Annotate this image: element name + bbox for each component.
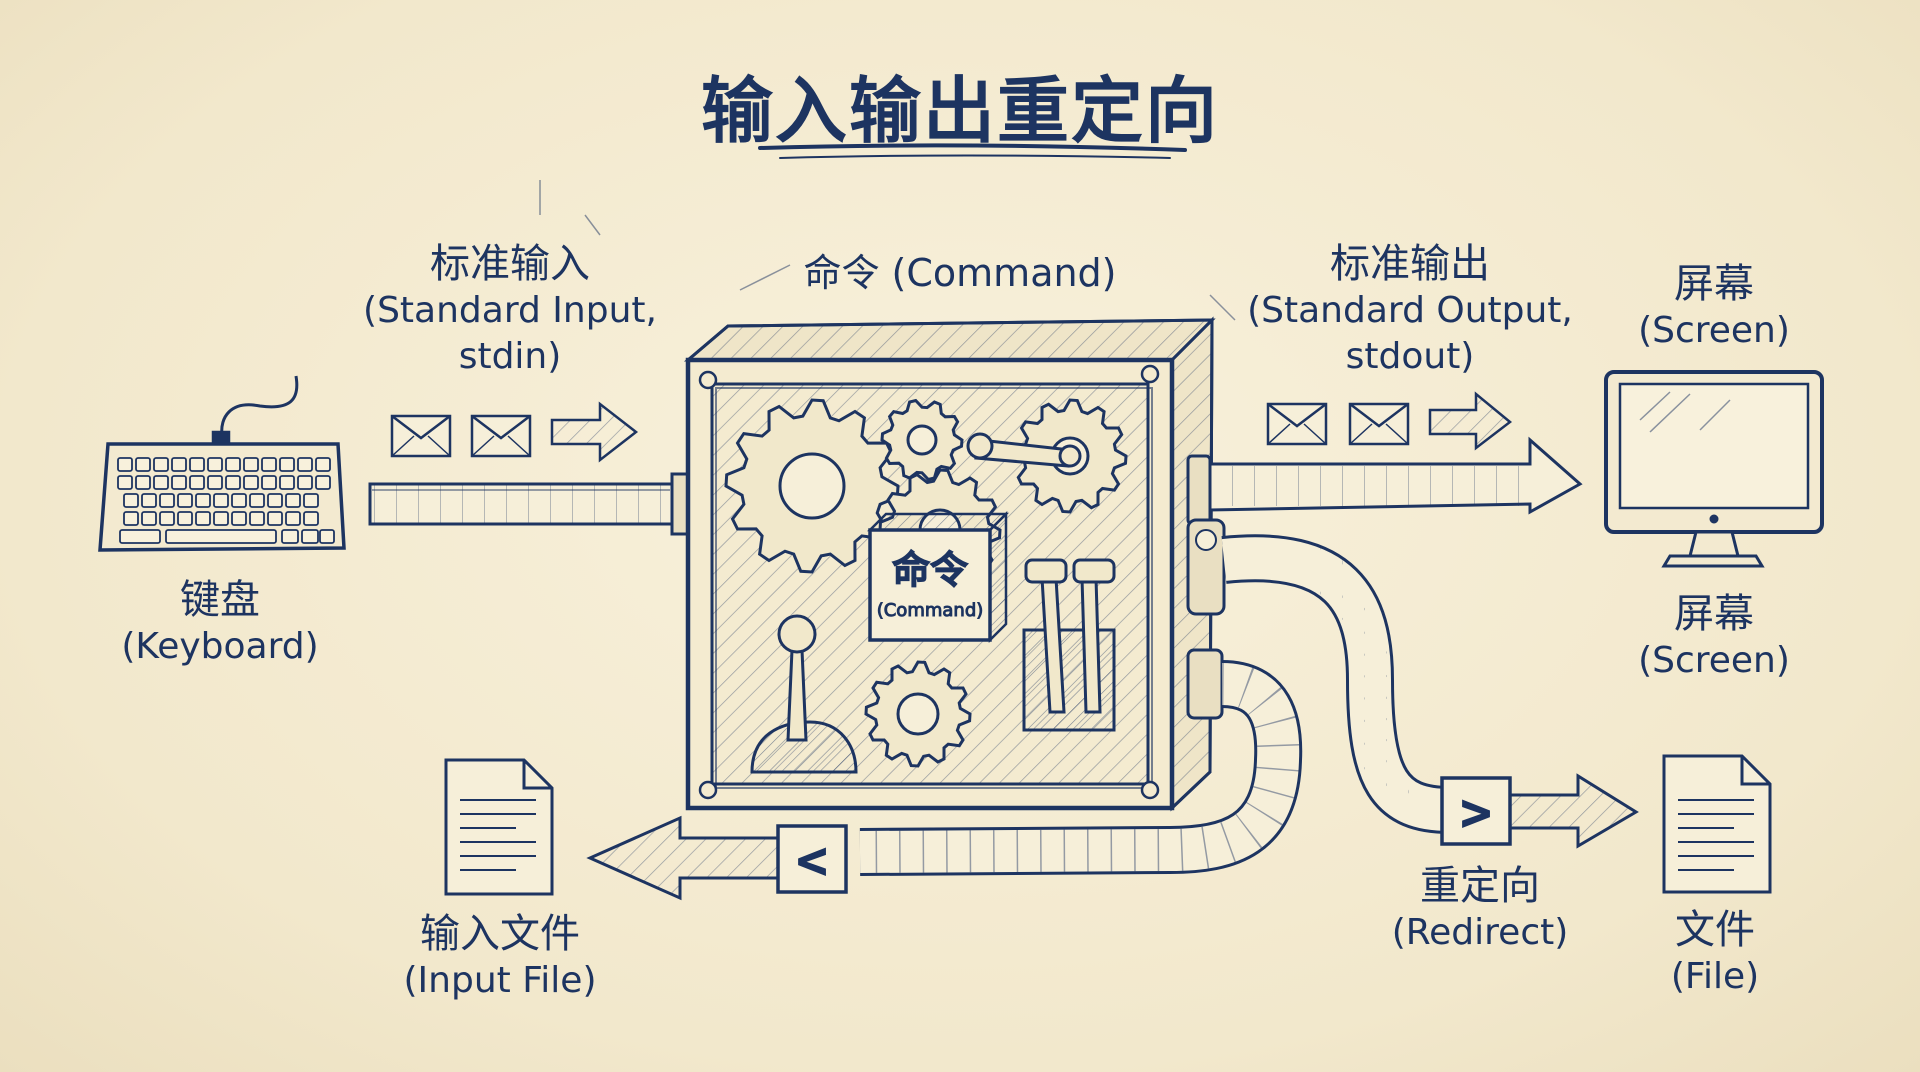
redirect-label-en: (Redirect) [1391,912,1569,953]
output-redirect-symbol: > [1460,783,1491,843]
input-redirect-sign: < [776,824,848,894]
screen-top-label: 屏幕 (Screen) [1624,260,1804,354]
joystick-icon [750,614,858,774]
input-file-label-en: (Input File) [403,960,597,1001]
keyboard-label-zh: 键盘 [180,577,260,623]
redirect-output-pipe [1186,518,1639,849]
input-redirect-symbol: < [796,831,827,891]
page-title: 输入输出重定向 [700,69,1219,153]
command-label: 命令 (Command) [790,250,1130,296]
stdin-envelopes [390,401,639,463]
input-file-document-icon [444,758,554,896]
input-file-label: 输入文件 (Input File) [380,910,620,1004]
redirect-input-pipe [586,648,1303,901]
stdout-label-en-1: (Standard Output, [1247,290,1573,331]
output-redirect-sign: > [1440,776,1512,846]
redirect-label-zh: 重定向 [1420,863,1540,909]
gear-icon [724,398,1128,768]
file-label: 文件 (File) [1640,906,1790,1000]
stdout-envelopes [1266,391,1513,451]
stdin-label-zh: 标准输入 [430,241,590,287]
stdout-label: 标准输出 (Standard Output, stdout) [1240,240,1580,380]
stdin-label-en-2: stdin) [458,336,562,377]
screen-mid-label: 屏幕 (Screen) [1624,590,1804,684]
keyboard-label: 键盘 (Keyboard) [110,576,330,670]
stdin-label-en-1: (Standard Input, [363,290,657,331]
output-file-document-icon [1662,754,1772,894]
stdin-label: 标准输入 (Standard Input, stdin) [360,240,660,380]
screen-top-label-zh: 屏幕 [1674,261,1754,307]
sketch-marks [539,180,1236,321]
crank-icon [966,432,1082,468]
file-label-en: (File) [1670,956,1760,997]
input-file-label-zh: 输入文件 [420,911,580,957]
stdin-pipe [368,472,690,536]
screen-mid-label-en: (Screen) [1638,640,1790,681]
stdout-label-en-2: stdout) [1345,336,1475,377]
command-core-zh: 命令 [892,548,969,592]
title-underline [758,143,1187,159]
stdout-label-zh: 标准输出 [1330,241,1490,287]
file-label-zh: 文件 [1675,907,1755,953]
monitor-icon [1604,370,1824,568]
redirect-label: 重定向 (Redirect) [1380,862,1580,956]
screen-mid-label-zh: 屏幕 [1674,591,1754,637]
command-core: 命令 (Command) [866,510,1010,644]
keyboard-icon [98,375,346,552]
lever-icon [1022,558,1116,732]
stdout-pipe [1186,436,1583,526]
command-label-text: 命令 (Command) [803,251,1117,295]
keyboard-label-en: (Keyboard) [121,626,319,667]
screen-top-label-en: (Screen) [1638,310,1790,351]
command-core-en: (Command) [877,600,984,621]
